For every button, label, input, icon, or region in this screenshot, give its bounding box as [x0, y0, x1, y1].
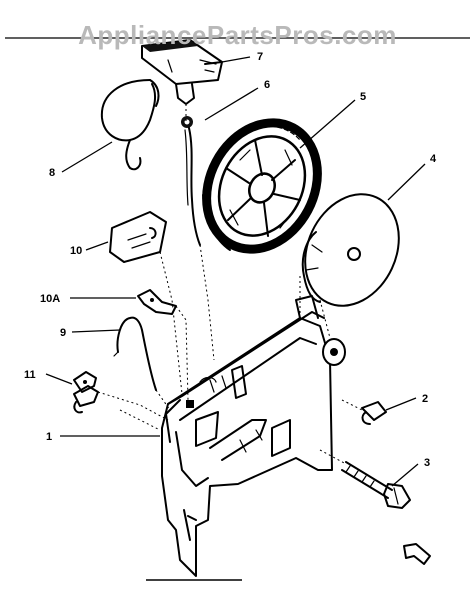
part-10-plate	[109, 211, 167, 263]
part-10a-clip	[137, 289, 177, 315]
callout-8: 8	[49, 167, 55, 179]
callout-5: 5	[360, 91, 366, 103]
callout-9: 9	[60, 327, 66, 339]
part-4-disc	[301, 193, 400, 307]
part-7-switch	[141, 39, 223, 105]
callout-10: 10	[70, 245, 82, 257]
callout-4: 4	[430, 153, 437, 165]
callout-1: 1	[46, 431, 52, 443]
part-2-clip	[361, 401, 387, 425]
callouts: 7 6 5 8 4 10 10A 9 11 2 1 3	[24, 51, 437, 469]
assembly-lines	[97, 104, 363, 465]
callout-11: 11	[24, 369, 36, 381]
part-3-bolt	[341, 461, 411, 509]
part-8-spring-clip	[100, 79, 160, 171]
callout-6: 6	[264, 79, 270, 91]
part-5-wheel	[202, 118, 322, 254]
callout-7: 7	[257, 51, 263, 63]
part-11-clip	[73, 371, 99, 414]
leader-lines	[45, 56, 426, 487]
part-6-wire-lead	[181, 116, 201, 246]
watermark: AppliancePartsPros.com	[78, 20, 397, 50]
callout-10a: 10A	[40, 293, 60, 305]
part-9-wire-rod	[113, 316, 157, 391]
callout-3: 3	[424, 457, 430, 469]
part-1-frame	[161, 295, 346, 577]
callout-2: 2	[422, 393, 428, 405]
hardware-fragment	[403, 543, 431, 565]
